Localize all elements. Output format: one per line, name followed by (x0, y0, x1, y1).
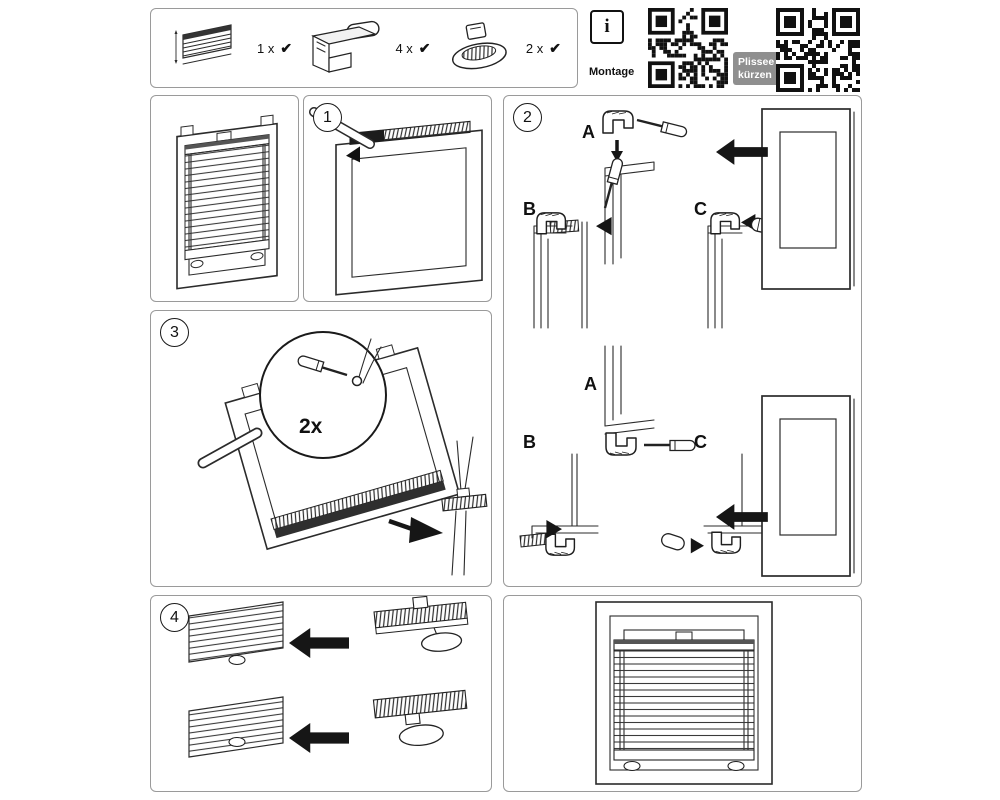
insert-arrow-icon (346, 146, 360, 163)
qr-kuerzen-label-line1: Plissee (738, 56, 775, 68)
window-sash-bottom (761, 395, 855, 577)
step3-repeat-label: 2x (299, 415, 323, 438)
part-blind-qty: 1 x (257, 40, 275, 56)
part-blind: 1 x ✔ (167, 20, 292, 76)
bottom-rail (270, 469, 444, 531)
frame-corner-bottom (604, 345, 655, 435)
bracket-icon (710, 212, 741, 235)
pleat-corner-top (188, 601, 284, 666)
result-panel (503, 595, 862, 792)
end-cap-icon (661, 533, 685, 551)
handle-foot-icon (398, 724, 444, 747)
step1-number-badge: 1 (313, 103, 342, 132)
screwdriver-icon (642, 439, 697, 452)
step4-illustration (188, 596, 469, 758)
bracket-icon (711, 531, 742, 554)
step4-number: 4 (170, 608, 179, 626)
qr-code-montage (648, 8, 728, 88)
step2-bottom-label-c: C (694, 432, 707, 452)
step3-panel: 3 (150, 310, 492, 587)
step2-number-badge: 2 (513, 103, 542, 132)
step1-panel: 1 (303, 95, 492, 302)
bracket-icon (605, 432, 637, 456)
step2-top-label-b: B (523, 199, 536, 219)
attach-arrow-icon (289, 723, 349, 753)
result-illustration (595, 601, 773, 785)
rail-with-handle-bottom (372, 689, 468, 747)
step2-illustration: A B C (519, 108, 855, 577)
mounted-blind (613, 631, 755, 772)
handle-foot-icon (420, 632, 463, 652)
parts-legend-panel: 1 x ✔ 4 x ✔ 2 x ✔ (150, 8, 578, 88)
bracket-icon (602, 110, 634, 134)
rail-with-handle-top (373, 596, 469, 652)
attach-arrow-icon (716, 139, 768, 165)
part-bracket: 4 x ✔ (297, 18, 431, 78)
push-arrow-icon (690, 538, 704, 554)
pull-arrow-icon (388, 517, 443, 543)
frame-corner-top (604, 161, 655, 265)
tool-stick-icon (197, 427, 263, 469)
step2-panel: 2 A B C (503, 95, 862, 587)
overview-illustration (176, 114, 278, 290)
step2-bottom-label-b: B (523, 432, 536, 452)
window-sash-top (761, 108, 855, 290)
check-icon: ✔ (418, 39, 431, 56)
magnifier-detail: 2x (259, 331, 387, 459)
pleat-corner-bottom (188, 696, 284, 758)
overview-panel (150, 95, 299, 302)
info-icon: i (590, 10, 624, 44)
qr-kuerzen-label-line2: kürzen (738, 68, 772, 81)
step4-panel: 4 (150, 595, 492, 792)
step1-illustration (309, 107, 483, 296)
step3-number: 3 (170, 323, 179, 341)
bracket-icon (311, 20, 381, 73)
step2-top-label-a: A (582, 122, 595, 142)
screwdriver-icon (599, 156, 625, 211)
check-icon: ✔ (280, 39, 293, 56)
part-bracket-qty: 4 x (395, 40, 413, 56)
cord-clamp-detail (441, 436, 488, 576)
step2-top-b-detail (533, 156, 625, 329)
step2-bottom-label-a: A (584, 374, 597, 394)
step2-bottom-b-detail (519, 453, 599, 556)
qr-montage-label: Montage (589, 66, 635, 78)
step3-number-badge: 3 (160, 318, 189, 347)
push-arrow-icon (596, 217, 612, 236)
pleated-blind-icon (174, 24, 232, 65)
step3-illustration: 2x (197, 331, 488, 576)
screwdriver-icon (634, 114, 689, 139)
step2-bottom-c-detail (661, 453, 769, 554)
step2-top-label-c: C (694, 199, 707, 219)
attach-arrow-icon (289, 628, 349, 658)
qr-kuerzen-label: Plissee kürzen (733, 52, 780, 86)
cord-eyelet (351, 375, 363, 387)
check-icon: ✔ (549, 39, 561, 56)
step4-number-badge: 4 (160, 603, 189, 632)
qr-code-kuerzen (776, 8, 860, 92)
handle-foot-icon (451, 22, 507, 70)
part-handle-qty: 2 x (525, 40, 544, 56)
step2-number: 2 (523, 108, 532, 126)
step1-number: 1 (323, 108, 332, 126)
down-arrow-icon (611, 140, 623, 162)
info-icon-letter: i (604, 16, 610, 37)
bracket-icon (545, 533, 576, 556)
part-handle: 2 x ✔ (436, 20, 561, 76)
